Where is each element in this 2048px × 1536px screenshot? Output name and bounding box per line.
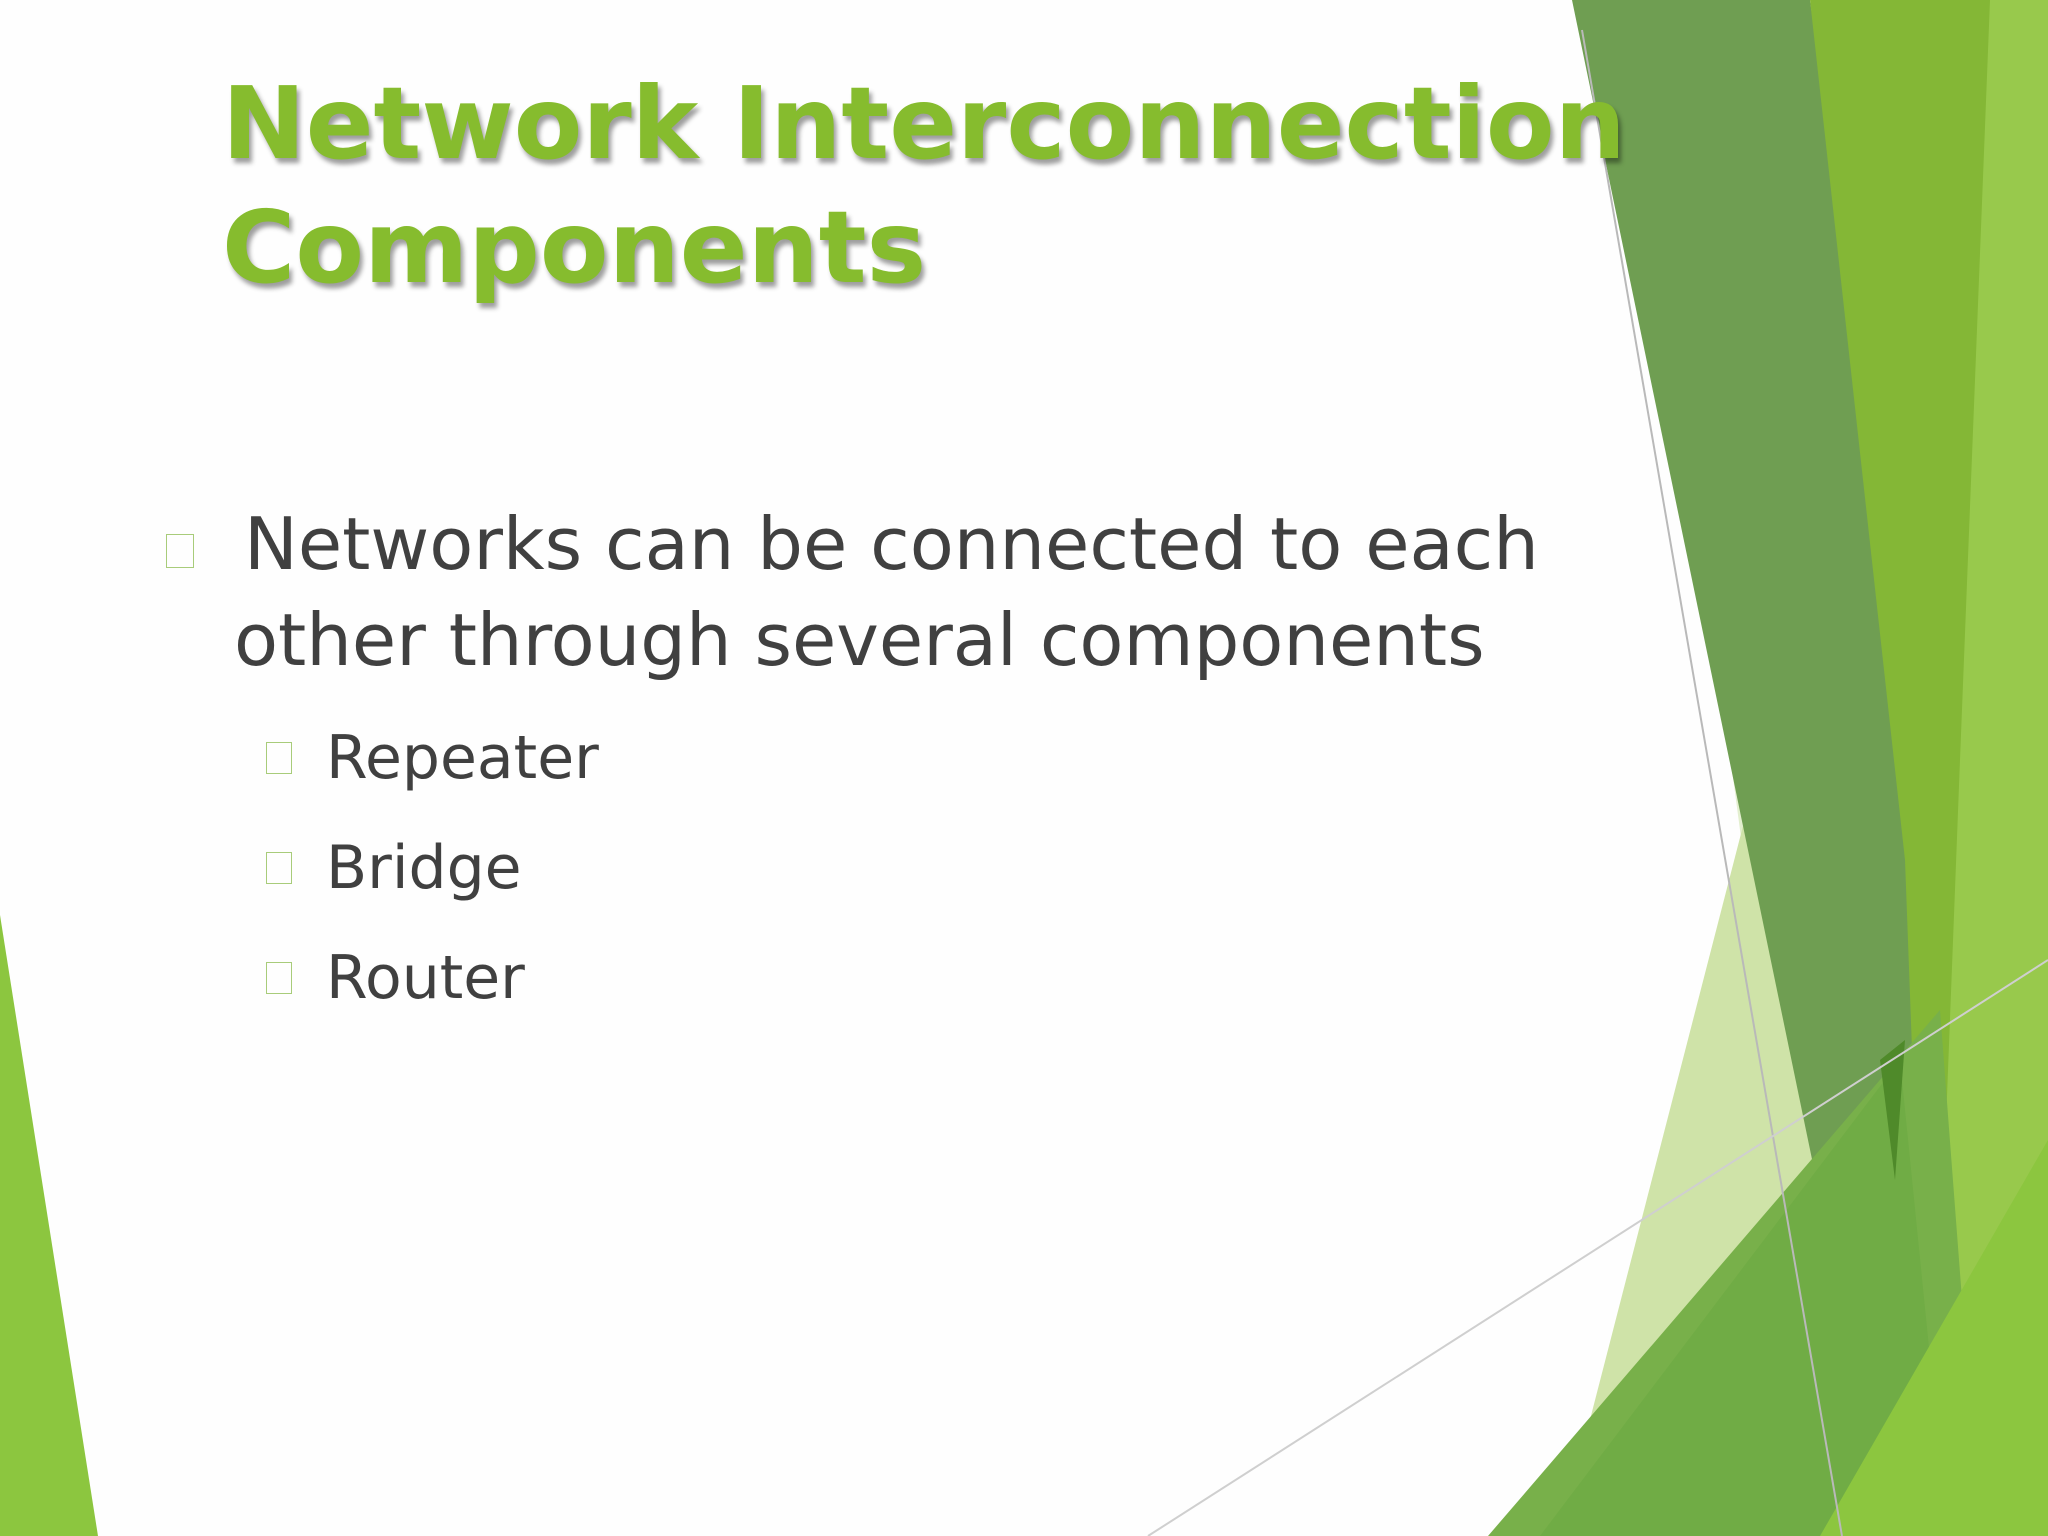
title-line-2: Components xyxy=(222,189,927,306)
sub-bullet-icon xyxy=(266,962,292,994)
sub-bullet-icon xyxy=(266,852,292,884)
sub-bullet-icon xyxy=(266,742,292,774)
sub-bullet-repeater: Repeater xyxy=(264,720,1064,810)
green-triangle-overlay xyxy=(1540,1060,1948,1536)
thin-line-2 xyxy=(1147,959,2048,1536)
sub-bullet-label: Repeater xyxy=(326,723,599,793)
sub-bullet-bridge: Bridge xyxy=(264,830,1064,920)
left-green-wedge xyxy=(0,915,98,1536)
title-line-1: Network Interconnection xyxy=(222,65,1626,182)
slide-title: Network Interconnection Components xyxy=(222,62,1626,310)
sub-bullet-label: Router xyxy=(326,943,525,1013)
main-bullet-icon xyxy=(166,534,194,568)
main-bullet-line-1: Networks can be connected to each xyxy=(244,502,1539,586)
sub-bullet-label: Bridge xyxy=(326,833,522,903)
sub-bullet-router: Router xyxy=(264,940,1064,1030)
main-bullet-line-2: other through several components xyxy=(234,598,1485,682)
main-bullet-text: Networks can be connected to each other … xyxy=(234,496,1539,688)
bottom-right-wedge xyxy=(1820,1140,2048,1536)
thin-line-1 xyxy=(1581,29,1843,1536)
dark-accent xyxy=(1880,1040,1905,1180)
lighter-green-stripe xyxy=(1930,0,2048,1536)
